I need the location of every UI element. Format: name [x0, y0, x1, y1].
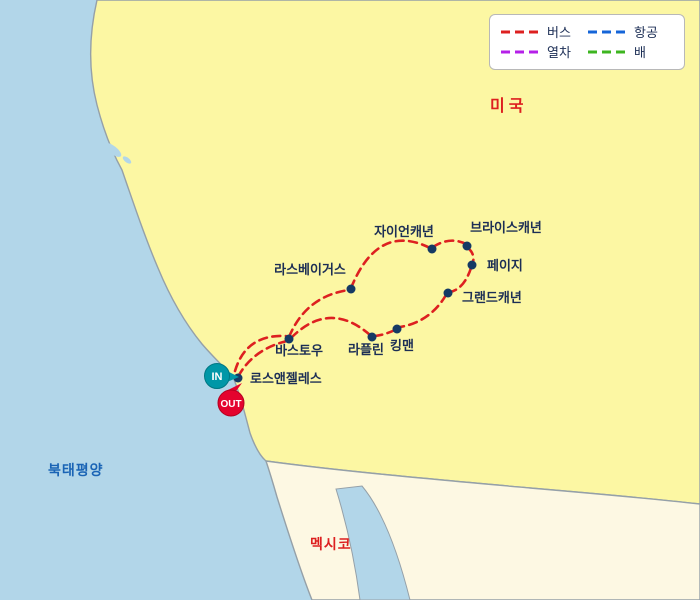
city-dot-kingman	[392, 324, 402, 334]
air-route-line-icon	[588, 30, 626, 34]
in-marker-tail	[227, 371, 239, 382]
region-label-usa: 미국	[490, 97, 527, 115]
bay-lake	[104, 143, 122, 157]
in-marker-pin-icon	[204, 363, 230, 389]
ship-route-line-icon	[588, 50, 626, 54]
city-label-laughlin: 라플린	[348, 342, 384, 357]
city-dot-las-vegas	[346, 284, 356, 294]
city-label-bryce-canyon: 브라이스캐년	[470, 220, 542, 235]
city-dot-page	[467, 260, 477, 270]
out-marker-label: OUT	[220, 399, 241, 410]
legend-item-bus: 버스	[500, 26, 587, 39]
legend: 버스 항공 열차 배	[489, 14, 685, 70]
city-label-grand-canyon: 그랜드캐년	[462, 290, 522, 305]
legend-item-train: 열차	[500, 46, 587, 59]
region-label-mexico: 멕시코	[310, 536, 352, 552]
region-label-pacific: 북태평양	[48, 462, 104, 478]
legend-item-air: 항공	[587, 26, 674, 39]
bus-route-path	[233, 239, 475, 377]
legend-item-ship: 배	[587, 46, 674, 59]
out-marker-pin-icon	[217, 389, 245, 417]
out-marker: OUT	[217, 383, 245, 417]
city-label-page: 페이지	[487, 258, 523, 273]
legend-label-bus: 버스	[547, 24, 571, 40]
city-dot-barstow	[284, 334, 294, 344]
bay-lake-small	[122, 156, 132, 164]
city-label-barstow: 바스토우	[275, 343, 323, 358]
in-marker-label: IN	[212, 371, 223, 383]
city-label-zion-canyon: 자이언캐년	[374, 224, 434, 239]
city-dot-grand-canyon	[443, 288, 453, 298]
city-dot-laughlin	[367, 332, 377, 342]
city-dot-bryce-canyon	[462, 241, 472, 251]
bus-route-line-icon	[501, 30, 539, 34]
city-label-kingman: 킹맨	[390, 338, 414, 353]
legend-label-air: 항공	[634, 24, 658, 40]
train-route-line-icon	[501, 50, 539, 54]
city-label-las-vegas: 라스베이거스	[274, 262, 346, 277]
legend-label-train: 열차	[547, 44, 571, 60]
city-dot-zion-canyon	[427, 244, 437, 254]
legend-label-ship: 배	[634, 44, 646, 60]
city-label-los-angeles: 로스앤젤레스	[250, 371, 322, 386]
in-marker: IN	[204, 363, 239, 389]
